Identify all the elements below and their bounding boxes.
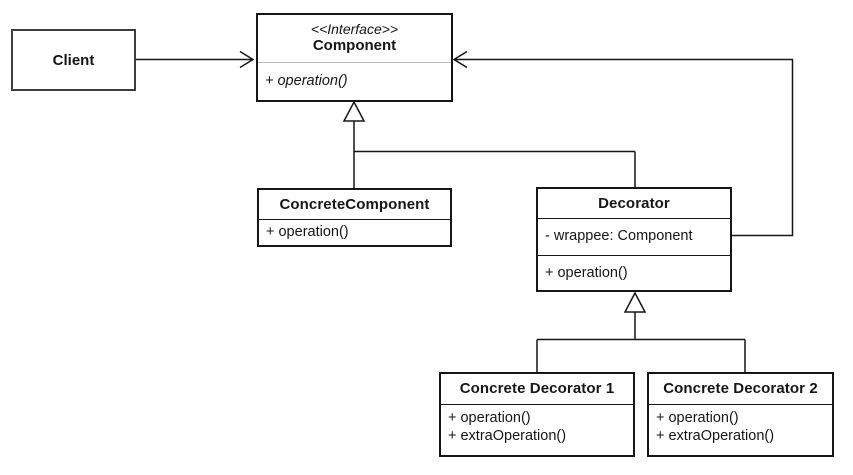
methods-compartment: + operation() + extraOperation()	[649, 403, 832, 456]
class-name: ConcreteComponent	[279, 195, 430, 213]
class-box-client: Client	[11, 29, 136, 91]
hollow-triangle-component	[342, 100, 366, 122]
class-name: Component	[312, 37, 397, 55]
generalization-to-component-lines	[342, 100, 636, 189]
hollow-triangle-decorator	[623, 291, 647, 313]
method-label: + operation()	[656, 409, 739, 426]
class-name: Concrete Decorator 2	[663, 380, 818, 398]
method-label: + operation()	[265, 73, 348, 90]
class-header: <<Interface>> Component	[258, 15, 451, 63]
method-label: + operation()	[448, 409, 531, 426]
decorator-wrappee-association-arrow	[452, 50, 794, 237]
class-box-component: <<Interface>> Component + operation()	[256, 13, 453, 102]
attribute-label: - wrappee: Component	[545, 228, 693, 245]
class-name: Decorator	[598, 194, 670, 212]
method-label: + operation()	[545, 264, 628, 281]
method-label: + operation()	[266, 223, 349, 240]
client-component-association-arrow	[136, 50, 255, 69]
class-name: Client	[52, 51, 95, 69]
class-box-concrete-decorator-1: Concrete Decorator 1 + operation() + ext…	[439, 372, 635, 457]
class-box-concrete-decorator-2: Concrete Decorator 2 + operation() + ext…	[647, 372, 834, 457]
method-label: + extraOperation()	[656, 428, 775, 445]
generalization-to-decorator-lines	[536, 291, 746, 373]
methods-compartment: + operation()	[258, 63, 451, 100]
class-box-decorator: Decorator - wrappee: Component + operati…	[536, 187, 732, 292]
stereotype-label: <<Interface>>	[310, 20, 399, 37]
class-box-concrete-component: ConcreteComponent + operation()	[257, 188, 452, 247]
class-name: Concrete Decorator 1	[459, 380, 615, 398]
methods-compartment: + operation()	[538, 255, 730, 290]
method-label: + extraOperation()	[448, 428, 567, 445]
methods-compartment: + operation()	[259, 218, 450, 246]
attributes-compartment: - wrappee: Component	[538, 217, 730, 256]
methods-compartment: + operation() + extraOperation()	[441, 403, 633, 456]
